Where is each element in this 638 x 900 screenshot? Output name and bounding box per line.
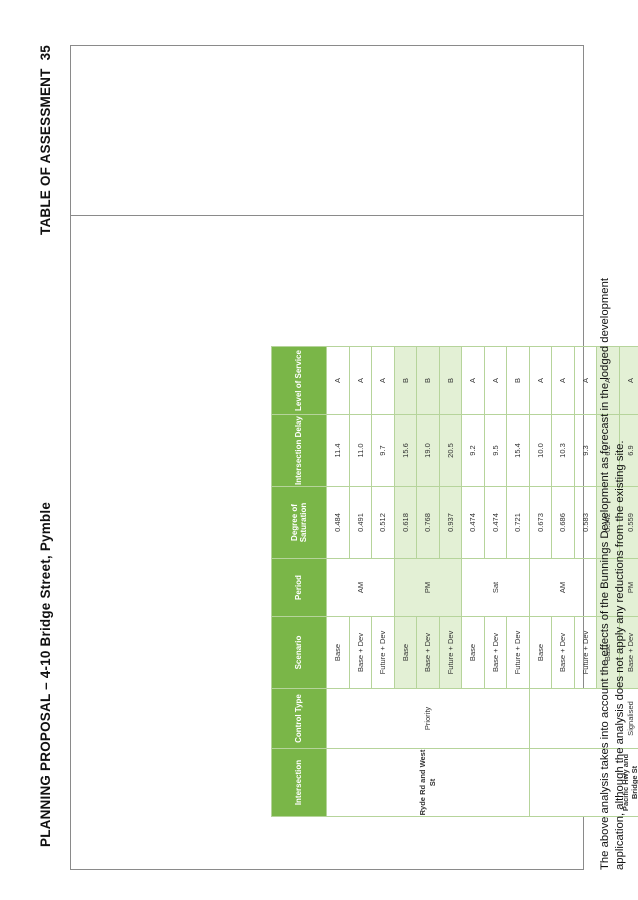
degree-of-saturation-cell: 0.686 xyxy=(551,486,574,559)
period-cell: Sat xyxy=(461,558,529,617)
scenario-cell: Base + Dev xyxy=(551,616,574,689)
intersection-delay-cell: 19.0 xyxy=(416,414,439,487)
level-of-service-cell: A xyxy=(371,346,394,415)
intersection-delay-cell: 11.0 xyxy=(349,414,372,487)
intersection-delay-cell: 10.0 xyxy=(529,414,552,487)
scenario-cell: Base + Dev xyxy=(484,616,507,689)
scenario-cell: Base xyxy=(529,616,552,689)
col-period: Period xyxy=(271,558,327,617)
frame-divider xyxy=(71,215,583,216)
level-of-service-cell: A xyxy=(326,346,349,415)
degree-of-saturation-cell: 0.484 xyxy=(326,486,349,559)
degree-of-saturation-cell: 0.673 xyxy=(529,486,552,559)
scenario-cell: Base + Dev xyxy=(349,616,372,689)
col-degree-of-saturation: Degree of Saturation xyxy=(271,486,327,559)
period-cell: PM xyxy=(394,558,462,617)
analysis-note: The above analysis takes into account th… xyxy=(599,278,626,870)
scenario-cell: Base + Dev xyxy=(416,616,439,689)
intersection-delay-cell: 11.4 xyxy=(326,414,349,487)
level-of-service-cell: B xyxy=(394,346,417,415)
intersection-delay-cell: 10.3 xyxy=(551,414,574,487)
col-level-of-service: Level of Service xyxy=(271,346,327,415)
level-of-service-cell: A xyxy=(529,346,552,415)
scenario-cell: Base xyxy=(394,616,417,689)
degree-of-saturation-cell: 0.618 xyxy=(394,486,417,559)
scenario-cell: Future + Dev xyxy=(574,616,597,689)
degree-of-saturation-cell: 0.768 xyxy=(416,486,439,559)
level-of-service-table: Intersection Control Type Scenario Perio… xyxy=(271,346,638,817)
table-header-row: Intersection Control Type Scenario Perio… xyxy=(271,346,327,817)
scenario-cell: Future + Dev xyxy=(506,616,529,689)
intersection-delay-cell: 15.4 xyxy=(506,414,529,487)
period-cell: AM xyxy=(529,558,597,617)
section-header: TABLE OF ASSESSMENT 35 xyxy=(38,45,53,235)
level-of-service-cell: A xyxy=(349,346,372,415)
intersection-cell: Ryde Rd and West St xyxy=(326,748,529,817)
intersection-delay-cell: 20.5 xyxy=(439,414,462,487)
scenario-cell: Base xyxy=(461,616,484,689)
document-title: PLANNING PROPOSAL – 4-10 Bridge Street, … xyxy=(38,501,53,847)
level-of-service-cell: B xyxy=(416,346,439,415)
level-of-service-cell: A xyxy=(484,346,507,415)
degree-of-saturation-cell: 0.491 xyxy=(349,486,372,559)
level-of-service-cell: B xyxy=(439,346,462,415)
control-type-cell: Priority xyxy=(326,688,529,749)
scenario-cell: Future + Dev xyxy=(371,616,394,689)
degree-of-saturation-cell: 0.474 xyxy=(484,486,507,559)
degree-of-saturation-cell: 0.583 xyxy=(574,486,597,559)
degree-of-saturation-cell: 0.721 xyxy=(506,486,529,559)
degree-of-saturation-cell: 0.474 xyxy=(461,486,484,559)
intersection-delay-cell: 9.2 xyxy=(461,414,484,487)
col-intersection-delay: Intersection Delay xyxy=(271,414,327,487)
period-cell: AM xyxy=(326,558,394,617)
intersection-delay-cell: 9.3 xyxy=(574,414,597,487)
intersection-delay-cell: 15.6 xyxy=(394,414,417,487)
intersection-delay-cell: 9.7 xyxy=(371,414,394,487)
col-control-type: Control Type xyxy=(271,688,327,749)
level-of-service-cell: A xyxy=(461,346,484,415)
intersection-delay-cell: 9.5 xyxy=(484,414,507,487)
scenario-cell: Future + Dev xyxy=(439,616,462,689)
degree-of-saturation-cell: 0.512 xyxy=(371,486,394,559)
col-intersection: Intersection xyxy=(271,748,327,817)
section-title: TABLE OF ASSESSMENT xyxy=(38,68,53,235)
level-of-service-cell: A xyxy=(551,346,574,415)
degree-of-saturation-cell: 0.937 xyxy=(439,486,462,559)
level-of-service-cell: B xyxy=(506,346,529,415)
level-of-service-cell: A xyxy=(574,346,597,415)
col-scenario: Scenario xyxy=(271,616,327,689)
page-number: 35 xyxy=(38,45,53,61)
scenario-cell: Base xyxy=(326,616,349,689)
